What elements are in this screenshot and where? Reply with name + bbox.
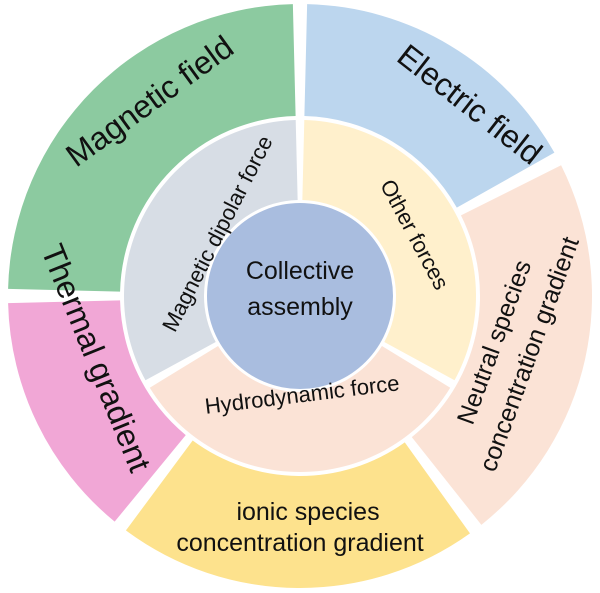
thermal-gradient-segment (8, 300, 186, 522)
neutral-species-segment (411, 165, 592, 525)
center-label-line-1: Collective (246, 257, 354, 285)
magnetic-field-segment (8, 4, 296, 292)
ionic-species-segment (125, 440, 470, 588)
hydrodynamic-force-segment (149, 346, 451, 473)
magnetic-dipolar-force-segment (124, 120, 298, 381)
center-circle (207, 203, 393, 389)
other-forces-segment (302, 120, 476, 381)
center-label-line-2: assembly (247, 293, 353, 321)
electric-field-segment (304, 4, 555, 208)
ionic-species-label-line-2: concentration gradient (176, 529, 423, 557)
ionic-species-label-line-1: ionic species (236, 498, 379, 526)
